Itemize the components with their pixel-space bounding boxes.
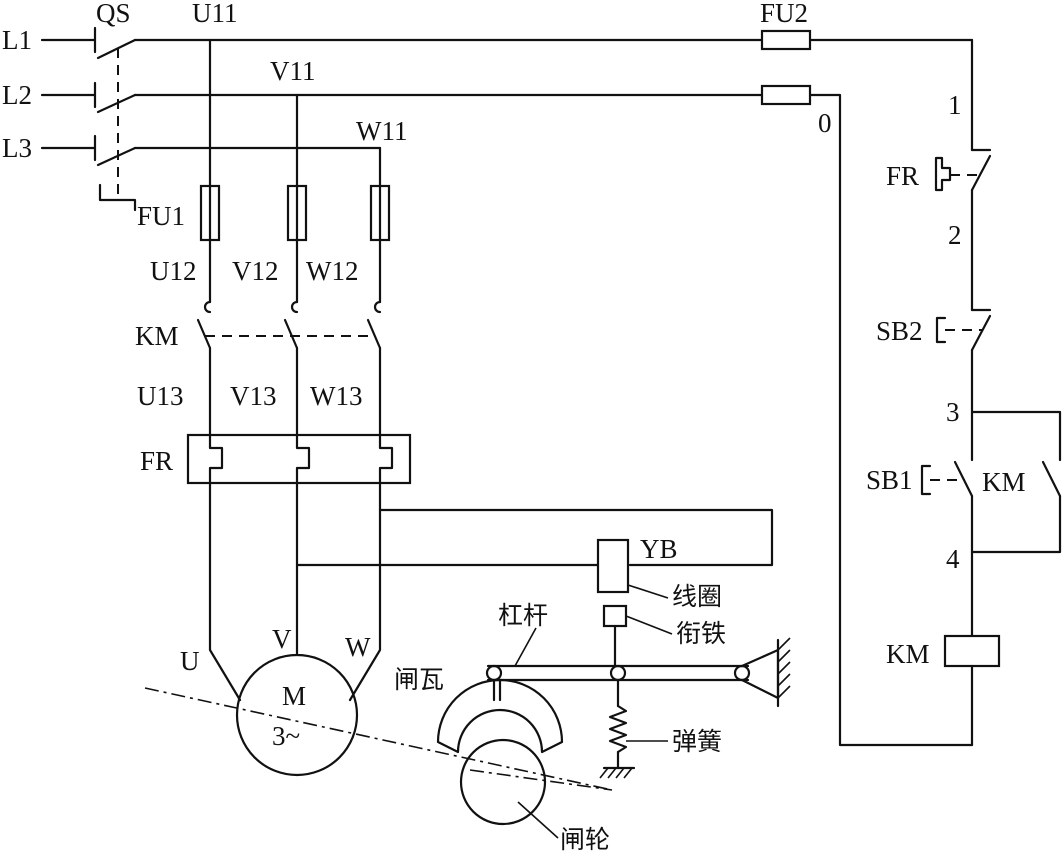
fu2-fuses <box>760 29 812 106</box>
label-u11: U11 <box>192 0 238 28</box>
label-w: W <box>345 632 371 662</box>
label-yb: YB <box>640 534 678 564</box>
label-u12: U12 <box>150 256 197 286</box>
shaft-centerline <box>144 687 613 791</box>
label-motor-m: M <box>282 681 306 711</box>
label-sb2: SB2 <box>876 316 923 346</box>
label-node-3: 3 <box>946 397 960 427</box>
label-km-main: KM <box>135 321 179 351</box>
supply-lines <box>40 26 97 162</box>
label-v12: V12 <box>232 256 279 286</box>
label-brake-shoe: 闸瓦 <box>394 665 444 694</box>
qs-switch <box>96 38 137 212</box>
label-brake-wheel: 闸轮 <box>560 825 610 853</box>
label-node-2: 2 <box>948 220 962 250</box>
label-node-4: 4 <box>946 544 960 574</box>
label-l2: L2 <box>2 80 32 110</box>
label-v: V <box>272 624 292 654</box>
label-km-aux: KM <box>982 467 1026 497</box>
supply-busbars <box>133 38 974 747</box>
label-w12: W12 <box>306 256 358 286</box>
km-main-contacts <box>196 300 382 437</box>
label-fr-ctrl: FR <box>886 161 919 191</box>
phase-drops <box>208 38 382 187</box>
yb-coil-branch <box>295 508 774 599</box>
diagram-labels: L1 L2 L3 QS U11 V11 W11 FU1 FU2 U12 V12 … <box>2 0 1026 853</box>
label-sb1: SB1 <box>866 465 913 495</box>
label-qs: QS <box>96 0 131 28</box>
motor <box>235 653 359 777</box>
label-u: U <box>180 646 200 676</box>
label-lever: 杠杆 <box>498 601 548 630</box>
label-v13: V13 <box>230 381 277 411</box>
label-l3: L3 <box>2 133 32 163</box>
label-coil: 线圈 <box>672 582 722 611</box>
label-w11: W11 <box>356 116 407 146</box>
motor-feed-wires <box>208 481 382 702</box>
label-node-0: 0 <box>818 108 832 138</box>
label-spring: 弹簧 <box>672 727 722 756</box>
label-fu2: FU2 <box>760 0 808 28</box>
fu1-fuses <box>199 184 391 242</box>
label-v11: V11 <box>270 56 316 86</box>
fr-thermal-relay <box>186 433 412 485</box>
label-fr-main: FR <box>140 446 173 476</box>
label-node-1: 1 <box>948 90 962 120</box>
brake-mechanism <box>436 604 791 839</box>
label-l1: L1 <box>2 25 32 55</box>
label-km-coil: KM <box>886 639 930 669</box>
control-circuit <box>920 38 1062 747</box>
fu1-to-km-wires <box>208 238 382 304</box>
label-armature: 衔铁 <box>676 619 726 648</box>
label-fu1: FU1 <box>137 201 185 231</box>
label-w13: W13 <box>310 381 362 411</box>
label-u13: U13 <box>137 381 184 411</box>
label-motor-phase: 3~ <box>272 721 300 751</box>
